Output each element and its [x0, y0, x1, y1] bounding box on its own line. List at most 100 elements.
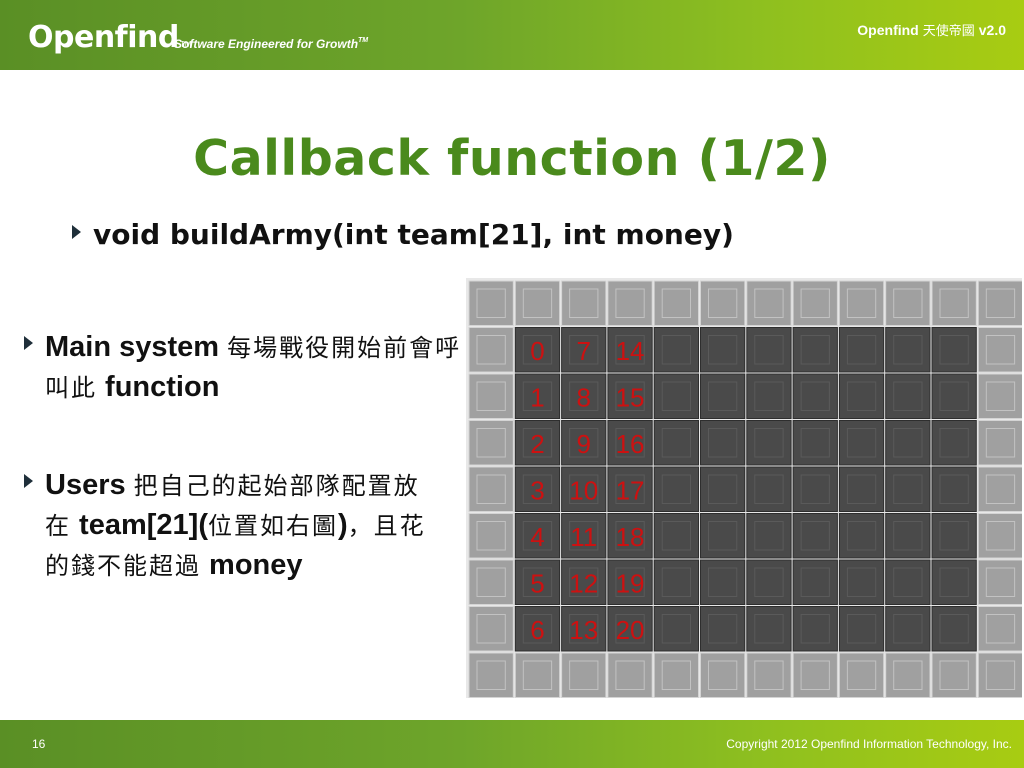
- wall-tile: [468, 466, 514, 512]
- field-tile: [931, 606, 977, 652]
- field-tile: [746, 327, 792, 373]
- field-tile: [561, 420, 607, 466]
- field-tile: [700, 466, 746, 512]
- field-tile: [792, 466, 838, 512]
- field-tile: [700, 606, 746, 652]
- field-tile: [792, 513, 838, 559]
- bullet2-part-c: team[21](: [71, 509, 208, 542]
- team-slot-number: 19: [616, 568, 645, 598]
- field-tile: [561, 513, 607, 559]
- field-tile: [653, 466, 699, 512]
- tile-pattern: [476, 381, 506, 411]
- tile-pattern: [800, 428, 830, 458]
- tile-pattern: [893, 614, 923, 644]
- tile-pattern: [615, 567, 645, 597]
- bullet1-part-b: 每場戰役開始前會呼叫此: [45, 334, 462, 403]
- team-slot-number: 15: [616, 382, 645, 412]
- header-bar: OpenfindTM Software Engineered for Growt…: [0, 0, 1024, 70]
- tile-pattern: [615, 428, 645, 458]
- field-tile: [700, 559, 746, 605]
- tile-pattern: [476, 474, 506, 504]
- tile-pattern: [661, 335, 691, 365]
- bullet-triangle-icon: [24, 474, 33, 488]
- tile-pattern: [708, 521, 738, 551]
- wall-tile: [931, 652, 977, 698]
- tile-pattern: [893, 288, 923, 318]
- field-tile: [792, 420, 838, 466]
- team-slot-number: 8: [577, 382, 591, 412]
- field-tile: [561, 559, 607, 605]
- tile-pattern: [754, 660, 784, 690]
- field-tile: [746, 466, 792, 512]
- openfind-logo: OpenfindTM: [28, 20, 191, 55]
- wall-tile: [977, 466, 1022, 512]
- field-tile: [838, 373, 885, 419]
- bullet-triangle-icon: [72, 225, 81, 239]
- tile-pattern: [754, 335, 784, 365]
- tile-pattern: [893, 567, 923, 597]
- tile-pattern: [893, 335, 923, 365]
- tile-pattern: [754, 567, 784, 597]
- field-tile: [931, 373, 977, 419]
- tile-pattern: [939, 381, 969, 411]
- wall-tile: [746, 280, 792, 326]
- wall-tile: [468, 559, 514, 605]
- team-slot-number: 3: [530, 475, 544, 505]
- tile-pattern: [661, 428, 691, 458]
- team-slot-number: 5: [530, 568, 544, 598]
- field-tile: [514, 559, 561, 605]
- field-tile: [838, 606, 885, 652]
- tile-pattern: [800, 521, 830, 551]
- field-tile: [514, 373, 561, 419]
- tile-pattern: [754, 288, 784, 318]
- tile-pattern: [569, 381, 599, 411]
- tile-pattern: [569, 521, 599, 551]
- tile-pattern: [615, 474, 645, 504]
- wall-tile: [977, 513, 1022, 559]
- tile-pattern: [939, 567, 969, 597]
- tile-pattern: [615, 335, 645, 365]
- tile-pattern: [522, 381, 553, 411]
- field-tile: [885, 466, 931, 512]
- field-tile: [931, 513, 977, 559]
- tile-pattern: [476, 567, 506, 597]
- field-tile: [838, 559, 885, 605]
- team-slot-number: 18: [616, 522, 645, 552]
- tile-pattern: [754, 614, 784, 644]
- slide-title: Callback function (1/2): [193, 130, 831, 187]
- tagline-text: Software Engineered for Growth: [174, 37, 359, 51]
- wall-tile: [977, 373, 1022, 419]
- footer-bar: 16 Copyright 2012 Openfind Information T…: [0, 720, 1024, 768]
- wall-tile: [977, 420, 1022, 466]
- function-signature: void buildArmy(int team[21], int money): [93, 218, 734, 251]
- tile-pattern: [985, 521, 1016, 551]
- bullet-triangle-icon: [24, 336, 33, 350]
- field-tile: [838, 466, 885, 512]
- wall-tile: [607, 280, 653, 326]
- team-slot-number: 4: [530, 522, 544, 552]
- tile-pattern: [569, 474, 599, 504]
- tile-pattern: [800, 660, 830, 690]
- bullet-users-text: Users 把自己的起始部隊配置放在 team[21](位置如右圖)，且花的錢不…: [45, 465, 444, 585]
- tile-pattern: [754, 521, 784, 551]
- tile-pattern: [985, 335, 1016, 365]
- bullet2-part-d: 位置如右圖: [208, 512, 338, 541]
- tile-pattern: [708, 335, 738, 365]
- tile-pattern: [754, 381, 784, 411]
- team-slot-number: 12: [569, 568, 598, 598]
- bullet-main-system-text: Main system 每場戰役開始前會呼叫此 function: [45, 327, 464, 407]
- tile-pattern: [615, 660, 645, 690]
- tile-pattern: [569, 335, 599, 365]
- tile-pattern: [476, 521, 506, 551]
- tile-pattern: [569, 567, 599, 597]
- bullet2-part-g: money: [201, 549, 303, 582]
- wall-tile: [468, 606, 514, 652]
- field-tile: [653, 606, 699, 652]
- tile-pattern: [939, 614, 969, 644]
- team-slot-number: 1: [530, 382, 544, 412]
- tile-pattern: [800, 474, 830, 504]
- tile-pattern: [522, 614, 553, 644]
- tile-pattern: [846, 288, 877, 318]
- field-tile: [561, 373, 607, 419]
